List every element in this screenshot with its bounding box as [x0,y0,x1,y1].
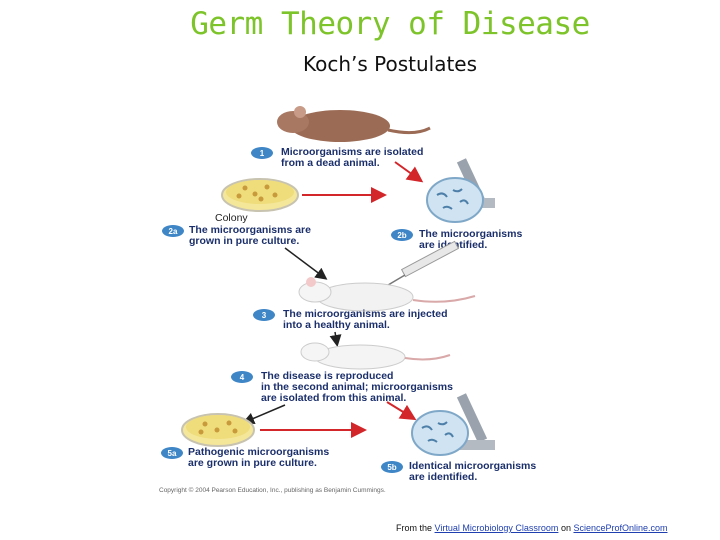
sick-mouse-icon [300,342,451,370]
step-5b: 5b Identical microorganisms are identifi… [381,460,536,483]
flow-arrow [329,331,342,347]
page-subtitle: Koch’s Postulates [302,52,478,76]
svg-text:1: 1 [260,149,265,158]
svg-text:are isolated from this animal.: are isolated from this animal. [261,392,406,404]
svg-text:are grown in pure culture.: are grown in pure culture. [188,457,317,469]
footer-prefix: From the [396,523,433,533]
step-2a: 2a The microorganisms are grown in pure … [162,224,311,247]
step-badge [251,147,273,159]
svg-text:from a dead animal.: from a dead animal. [281,157,380,169]
svg-text:4: 4 [240,373,245,382]
syringe-icon [382,240,460,289]
svg-text:Identical microorganisms: Identical microorganisms [409,460,536,472]
page-title: Germ Theory of Disease [190,6,590,42]
footer-middle: on [560,523,571,533]
step-2b: 2b The microorganisms are identified. [391,228,522,251]
svg-text:in the second animal; microorg: in the second animal; microorganisms [261,381,453,393]
step-3: 3 The microorganisms are injected into a… [253,308,448,331]
virtual-microbiology-classroom-link[interactable]: Virtual Microbiology Classroom [434,523,559,533]
svg-text:are identified.: are identified. [409,471,477,483]
svg-text:Pathogenic microorganisms: Pathogenic microorganisms [188,446,329,458]
step-1: 1 Microorganisms are isolated from a dea… [251,146,423,169]
flow-arrow [284,247,328,280]
svg-text:2a: 2a [169,227,178,236]
microscope-icon [411,393,495,456]
svg-text:The microorganisms are injecte: The microorganisms are injected [283,308,448,320]
svg-text:5b: 5b [387,463,396,472]
svg-text:3: 3 [262,311,267,320]
svg-text:The disease is reproduced: The disease is reproduced [261,370,393,382]
petri-dish-icon [221,178,299,212]
flow-arrow [242,404,286,425]
svg-text:The microorganisms: The microorganisms [419,228,522,240]
step-5a: 5a Pathogenic microorganisms are grown i… [161,446,329,469]
colony-label: Colony [215,212,248,224]
microscope-icon [426,158,495,223]
scienceprofonline-link[interactable]: ScienceProfOnline.com [573,523,668,533]
svg-text:grown in pure culture.: grown in pure culture. [189,235,299,247]
svg-text:5a: 5a [168,449,177,458]
petri-dish-icon [181,413,255,447]
svg-text:into a healthy animal.: into a healthy animal. [283,319,390,331]
svg-text:The microorganisms are: The microorganisms are [189,224,311,236]
dead-mouse-icon [277,106,431,142]
svg-text:Microorganisms are isolated: Microorganisms are isolated [281,146,423,158]
kochs-postulates-figure: 1 Microorganisms are isolated from a dea… [155,100,595,498]
red-arrow [386,401,417,421]
red-arrow [394,161,424,183]
svg-text:2b: 2b [397,231,406,240]
step-4: 4 The disease is reproduced in the secon… [231,370,453,404]
figure-copyright: Copyright © 2004 Pearson Education, Inc.… [159,486,386,494]
source-footer: From the Virtual Microbiology Classroom … [396,523,668,533]
healthy-mouse-icon [298,277,476,312]
